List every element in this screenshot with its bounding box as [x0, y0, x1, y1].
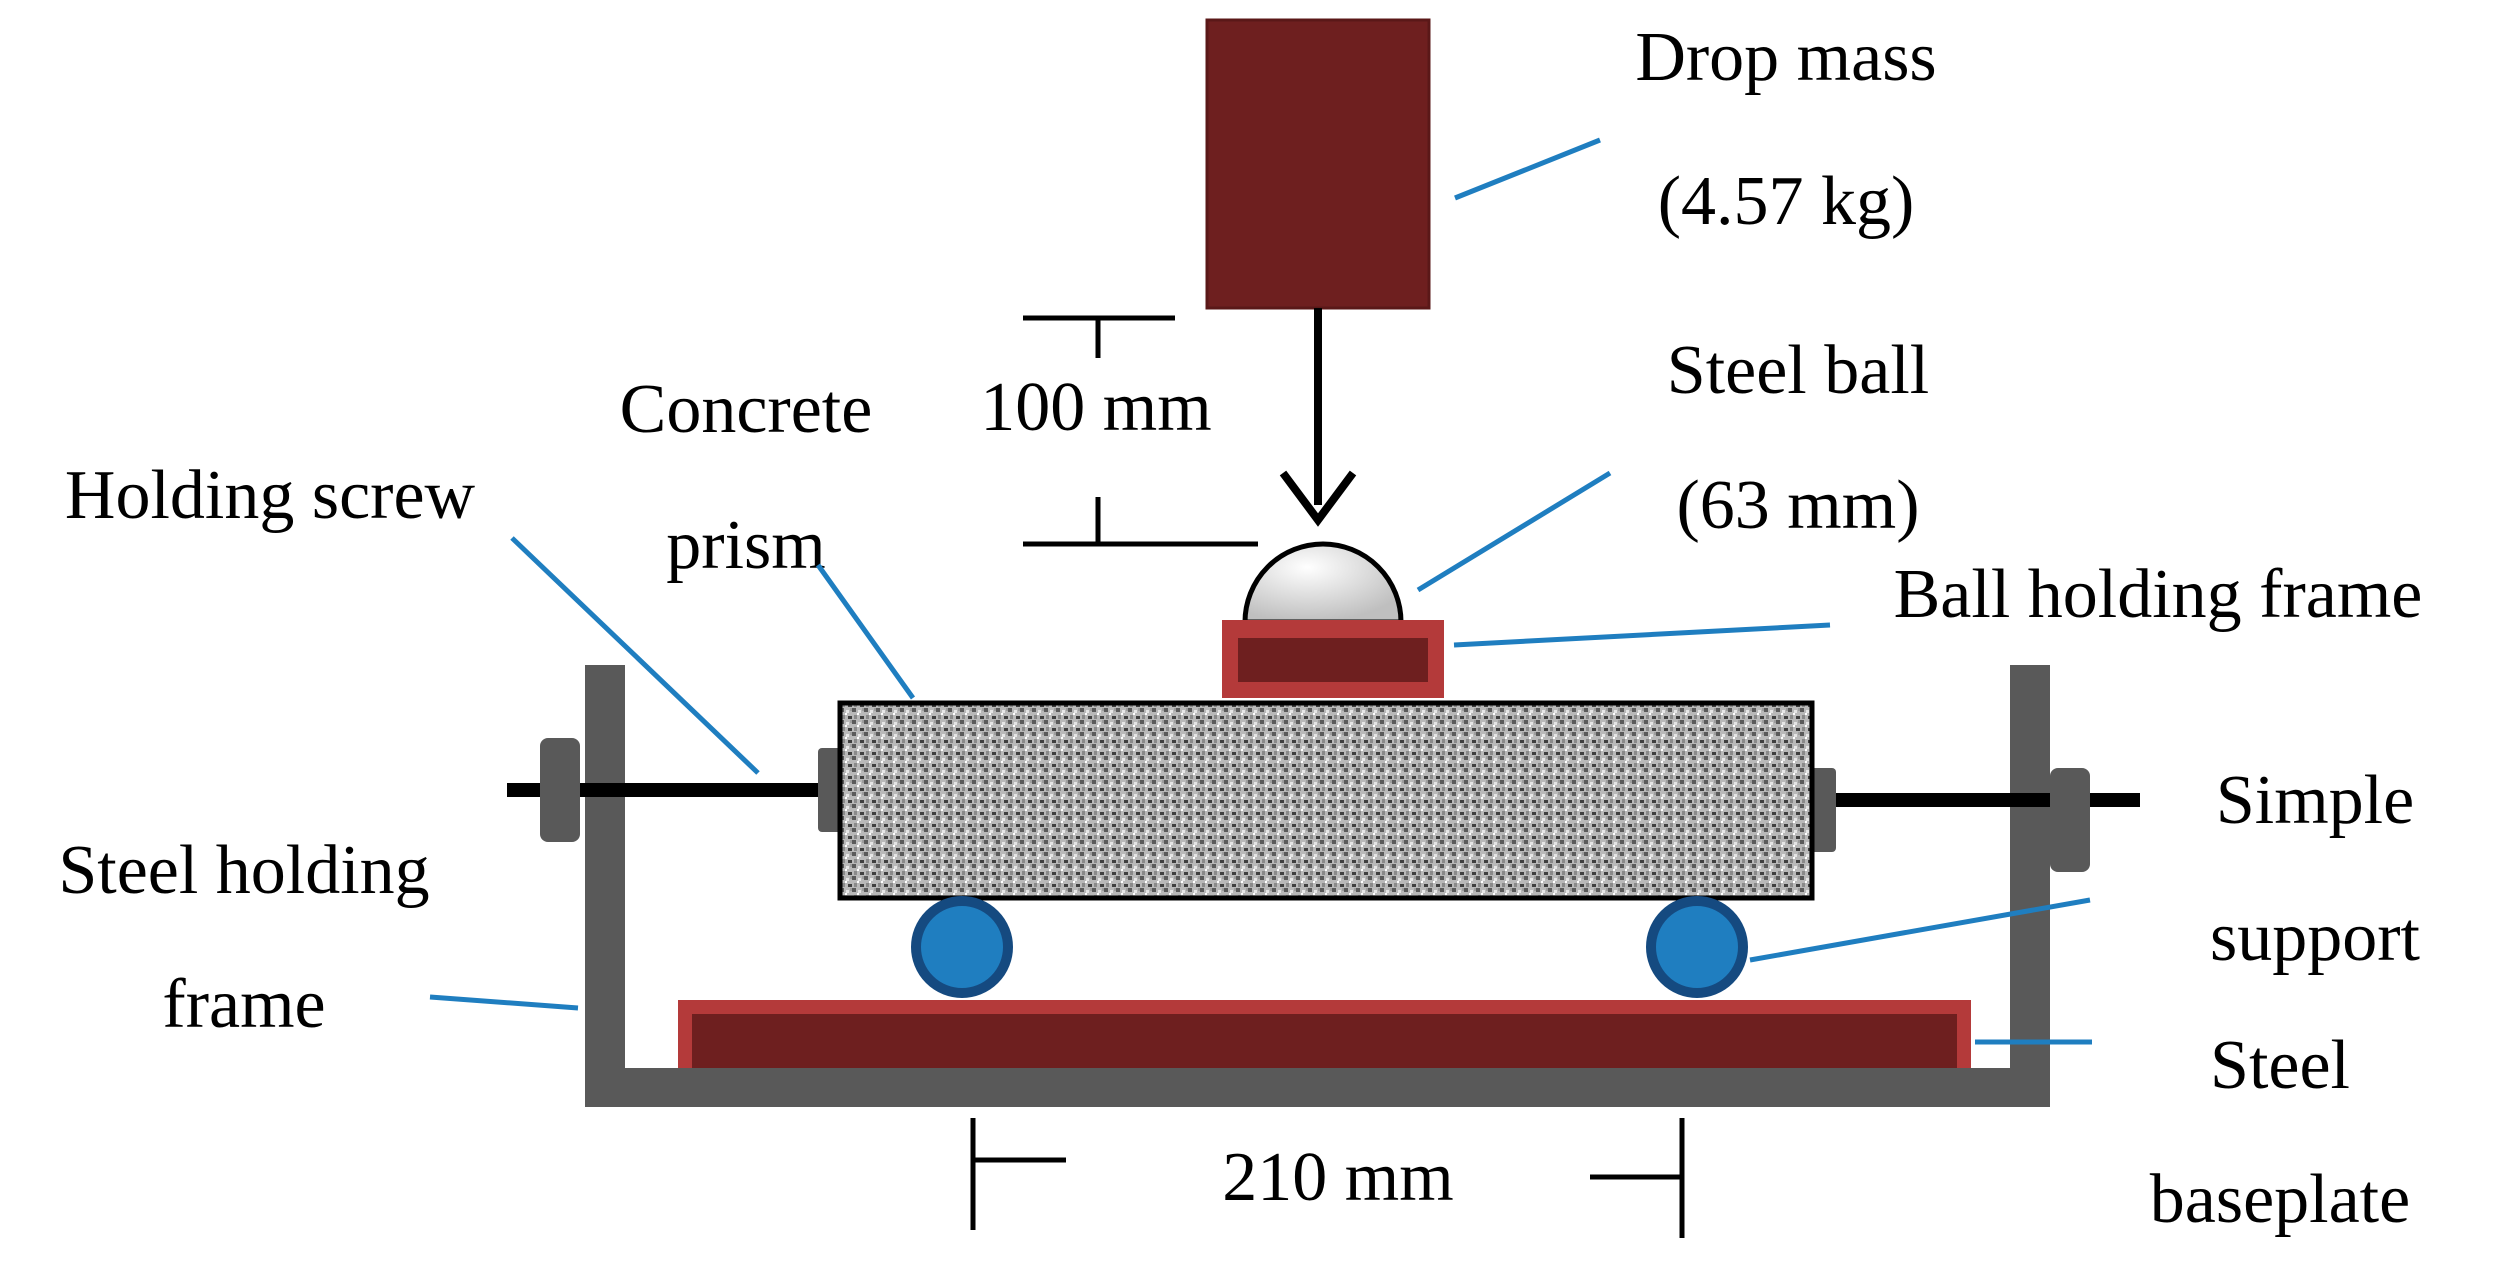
concrete-prism-label-line1: Concrete: [620, 371, 873, 448]
holding-screw-right-tip: [1810, 768, 1836, 852]
simple-support-label-line1: Simple: [2216, 762, 2414, 839]
steel-ball-value-label: (63 mm): [1676, 467, 1919, 544]
steel-baseplate-label-line2: baseplate: [2150, 1161, 2410, 1238]
steel-holding-frame-label-line1: Steel holding: [58, 832, 429, 909]
holding-screw-left-nut: [540, 738, 580, 842]
holding-screw-leader: [510, 536, 760, 775]
holding-screw-label: Holding screw: [65, 457, 476, 534]
simple-support-label-line2: support: [2210, 899, 2421, 976]
drop-direction-arrowhead: [1279, 470, 1357, 527]
drop-mass-leader: [1454, 137, 1601, 201]
holding-screw-right-nut: [2050, 768, 2090, 872]
steel-baseplate-label-line1: Steel: [2210, 1027, 2350, 1104]
span-label: 210 mm: [1222, 1139, 1453, 1216]
steel-baseplate-inner: [692, 1014, 1957, 1068]
frame-bottom-bar: [585, 1068, 2050, 1107]
steel-ball: [1242, 541, 1404, 625]
simple-support-left: [911, 896, 1013, 998]
ball-holding-frame-leader: [1453, 622, 1831, 648]
steel-ball-label: Steel ball: [1667, 332, 1929, 409]
ball-holding-frame-inner: [1238, 638, 1428, 682]
steel-holding-frame-label-line2: frame: [162, 966, 325, 1043]
frame-right-upright: [2010, 665, 2050, 1107]
steel-holding-frame-leader: [429, 994, 579, 1011]
concrete-prism-leader: [815, 563, 916, 700]
frame-left-upright: [585, 665, 625, 1107]
drop-mass: [1205, 18, 1431, 310]
drop-mass-value-label: (4.57 kg): [1658, 163, 1915, 240]
ball-holding-frame-label: Ball holding frame: [1894, 556, 2423, 633]
concrete-prism-label-line2: prism: [666, 507, 825, 584]
simple-support-right: [1646, 896, 1748, 998]
concrete-prism: [837, 700, 1815, 901]
drop-height-label: 100 mm: [980, 369, 1211, 446]
steel-ball-leader: [1416, 470, 1612, 593]
drop-mass-label: Drop mass: [1635, 19, 1936, 96]
simple-support-leader: [1749, 897, 2091, 963]
